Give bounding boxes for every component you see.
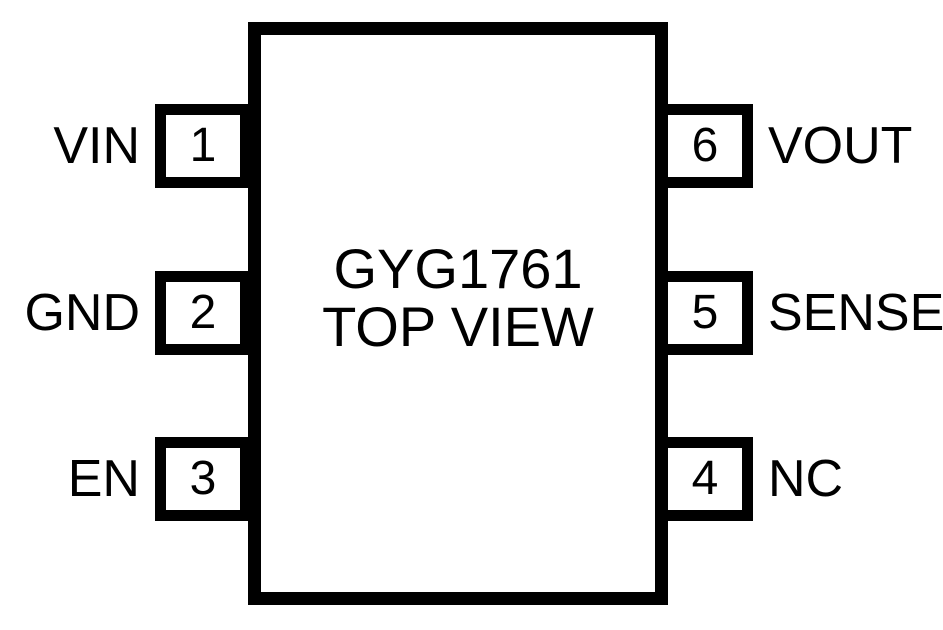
part-number-text: GYG1761 (333, 237, 583, 300)
pin-box-1: 1 (155, 104, 251, 188)
pin-label-nc: NC (768, 450, 844, 508)
pin-number-2: 2 (189, 286, 217, 339)
pin-box-2: 2 (155, 271, 251, 355)
package-center-label: GYG1761 TOP VIEW (248, 240, 668, 356)
pin-label-sense: SENSE (768, 284, 943, 342)
pin-label-vout: VOUT (768, 117, 913, 175)
pin-number-3: 3 (189, 452, 217, 505)
pin-label-en: EN (67, 450, 140, 508)
pin-number-5: 5 (691, 286, 719, 339)
view-orientation-text: TOP VIEW (322, 295, 594, 358)
pin-box-4: 4 (657, 437, 753, 521)
pin-number-4: 4 (691, 452, 719, 505)
pin-box-3: 3 (155, 437, 251, 521)
pin-box-6: 6 (657, 104, 753, 188)
pin-number-6: 6 (691, 119, 719, 172)
pin-number-1: 1 (189, 119, 217, 172)
pin-box-5: 5 (657, 271, 753, 355)
pin-label-vin: VIN (53, 117, 140, 175)
pin-label-gnd: GND (24, 284, 140, 342)
